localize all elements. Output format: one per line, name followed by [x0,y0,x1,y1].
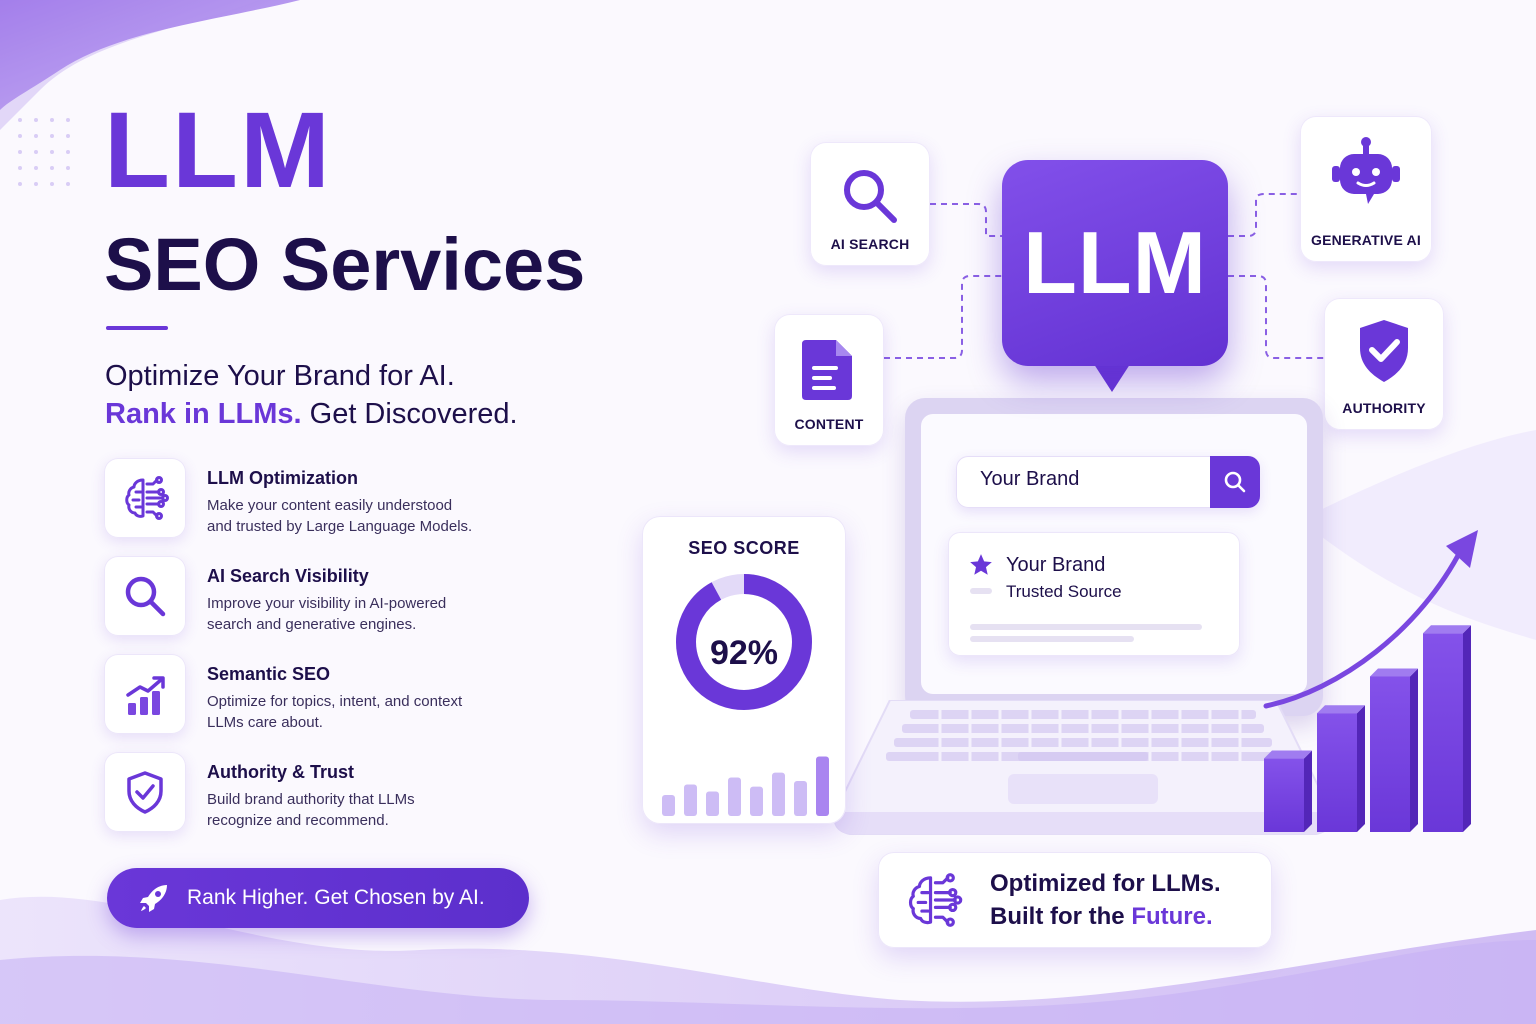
mini-bar [662,795,675,816]
node-label: AUTHORITY [1342,400,1426,416]
node-label: AI SEARCH [830,236,910,252]
growth-bar-top [1370,668,1418,677]
llm-bubble-label: LLM [1023,213,1207,312]
badge-line1: Optimized for LLMs. [990,870,1221,897]
seo-score-card: SEO SCORE 92% [642,516,846,824]
hero-title-services: SEO Services [104,223,586,306]
growth-bar [1317,713,1357,832]
growth-bar-top [1423,625,1471,634]
node-authority: AUTHORITY [1324,298,1444,430]
feature-title: Authority & Trust [207,762,354,782]
growth-bar [1264,758,1304,832]
brand-search-bar[interactable]: Your Brand [956,456,1260,508]
search-icon [104,556,186,636]
optimized-badge: Optimized for LLMs. Built for the Future… [878,852,1272,948]
brain-circuit-icon [104,458,186,538]
placeholder-line [970,636,1134,642]
star-icon [970,554,992,575]
tagline-highlight: Rank in LLMs. [105,398,302,430]
mini-bar [816,756,829,816]
result-title: Your Brand [1006,554,1106,576]
growth-bar-side [1410,668,1418,832]
tagline-line1: Optimize Your Brand for AI. [105,360,455,392]
node-label: GENERATIVE AI [1311,232,1421,248]
result-subtitle: Trusted Source [1006,582,1122,601]
badge-line2: Built for the Future. [990,903,1213,931]
feature-semantic-seo: Semantic SEO Optimize for topics, intent… [104,654,544,736]
node-content: CONTENT [774,314,884,446]
node-label: CONTENT [794,416,864,432]
search-icon [844,170,897,223]
score-mini-bars [662,756,829,816]
placeholder-line [970,588,992,594]
document-icon [802,340,852,400]
score-title: SEO SCORE [688,538,800,558]
growth-bar [1423,633,1463,832]
search-result-card[interactable]: Your Brand Trusted Source [948,532,1240,656]
hero-title-llm: LLM [104,89,332,210]
title-divider [106,326,168,330]
growth-arrow [1263,545,1465,709]
cta-label: Rank Higher. Get Chosen by AI. [187,886,485,909]
tagline-line2: Rank in LLMs. Get Discovered. [105,398,518,431]
mini-bar [684,784,697,816]
score-arc [676,574,812,710]
score-value: 92% [709,634,779,672]
node-ai-search: AI SEARCH [810,142,930,266]
shield-check-icon [104,752,186,832]
node-generative-ai: GENERATIVE AI [1300,116,1432,262]
shield-check-icon [1360,320,1408,382]
feature-title: AI Search Visibility [207,566,369,586]
growth-bar-side [1304,750,1312,832]
growth-bar [1370,676,1410,832]
badge-line2-plain: Built for the [990,903,1132,930]
growth-chart-icon [104,654,186,734]
growth-bar-side [1463,625,1471,832]
rocket-icon [137,881,171,915]
growth-bar-top [1317,705,1365,714]
feature-title: LLM Optimization [207,468,358,488]
score-gauge [676,574,812,710]
growth-arrow-head [1446,530,1478,568]
growth-bar-side [1357,705,1365,832]
feature-ai-search-visibility: AI Search Visibility Improve your visibi… [104,556,544,638]
mini-bar [706,791,719,816]
search-input[interactable]: Your Brand [980,468,1080,490]
feature-desc: Optimize for topics, intent, and context… [207,693,463,731]
mini-bar [794,781,807,816]
search-icon [1224,471,1246,493]
robot-icon [1332,137,1400,204]
growth-bar-top [1264,750,1312,759]
mini-bar [772,772,785,816]
llm-center-bubble: LLM [1002,160,1228,366]
mini-bar [750,786,763,816]
search-button[interactable] [1210,456,1260,508]
tagline-rest: Get Discovered. [301,398,518,430]
feature-title: Semantic SEO [207,664,331,684]
brain-circuit-icon [908,873,963,927]
feature-authority-trust: Authority & Trust Build brand authority … [104,752,544,834]
badge-line2-highlight: Future. [1131,903,1213,930]
placeholder-line [970,624,1202,630]
mini-bar [728,777,741,816]
feature-llm-optimization: LLM Optimization Make your content easil… [104,458,544,540]
cta-button[interactable]: Rank Higher. Get Chosen by AI. [107,868,529,928]
